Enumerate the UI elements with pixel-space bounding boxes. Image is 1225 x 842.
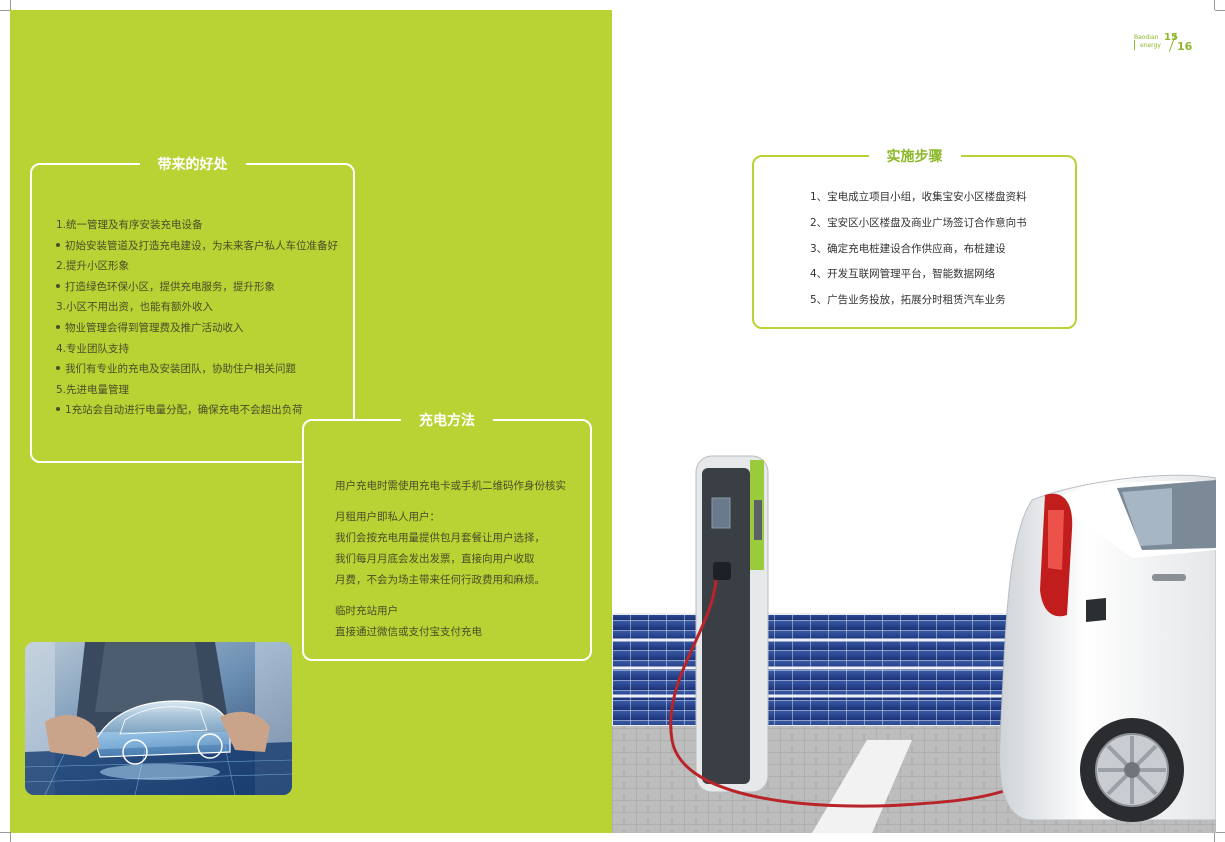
brand-name: Baodian bbox=[1134, 34, 1159, 41]
step-item: 3、确定充电桩建设合作供应商，布桩建设 bbox=[810, 242, 1006, 255]
benefits-title: 带来的好处 bbox=[139, 154, 246, 176]
step-item: 1、宝电成立项目小组，收集宝安小区楼盘资料 bbox=[810, 191, 1027, 203]
holographic-car-photo bbox=[25, 642, 292, 795]
brand-subtitle: energy bbox=[1140, 42, 1161, 49]
benefit-item: 1.统一管理及有序安装充电设备 bbox=[56, 215, 338, 236]
benefit-item: 初始安装管道及打造充电建设，为未来客户私人车位准备好 bbox=[56, 236, 338, 257]
benefit-item: 1充站会自动进行电量分配，确保充电不会超出负荷 bbox=[56, 400, 338, 421]
holographic-car-illustration bbox=[25, 642, 292, 795]
charging-scene-photo bbox=[612, 440, 1216, 833]
ev-charging-illustration bbox=[612, 455, 1216, 833]
benefit-item: 我们有专业的充电及安装团队，协助住户相关问题 bbox=[56, 359, 338, 380]
benefit-text: 打造绿色环保小区，提供充电服务，提升形象 bbox=[65, 280, 275, 293]
benefit-item: 2.提升小区形象 bbox=[56, 256, 338, 277]
charging-method-text: 用户充电时需使用充电卡或手机二维码作身份核实月租用户即私人用户： 我们会按充电用量… bbox=[335, 476, 566, 643]
benefit-text: 3.小区不用出资，也能有额外收入 bbox=[56, 301, 214, 314]
crop-mark bbox=[10, 0, 11, 10]
benefit-text: 物业管理会得到管理费及推广活动收入 bbox=[65, 321, 244, 334]
crop-mark bbox=[10, 832, 11, 842]
bullet-icon bbox=[56, 324, 60, 329]
page-total: 16 bbox=[1177, 40, 1193, 53]
benefit-text: 5.先进电量管理 bbox=[56, 383, 130, 396]
paragraph-gap bbox=[335, 497, 566, 507]
bullet-icon bbox=[56, 366, 60, 371]
crop-mark bbox=[1214, 832, 1215, 842]
crop-mark bbox=[1214, 0, 1215, 10]
charging-line: 月费，不会为场主带来任何行政费用和麻烦。 bbox=[335, 574, 545, 586]
benefit-item: 5.先进电量管理 bbox=[56, 380, 338, 401]
crop-mark bbox=[1215, 832, 1225, 833]
benefit-text: 4.专业团队支持 bbox=[56, 342, 130, 355]
paragraph-gap bbox=[335, 591, 566, 601]
benefits-box: 带来的好处 1.统一管理及有序安装充电设备初始安装管道及打造充电建设，为未来客户… bbox=[30, 154, 355, 463]
bullet-icon bbox=[56, 283, 60, 288]
charging-line: 临时充站用户 bbox=[335, 605, 398, 617]
benefit-text: 2.提升小区形象 bbox=[56, 260, 130, 273]
charging-title: 充电方法 bbox=[401, 410, 493, 432]
benefit-item: 4.专业团队支持 bbox=[56, 339, 338, 360]
step-item: 4、开发互联网管理平台，智能数据网络 bbox=[810, 268, 996, 281]
charging-line: 直接通过微信或支付宝支付充电 bbox=[335, 626, 482, 638]
benefit-item: 打造绿色环保小区，提供充电服务，提升形象 bbox=[56, 277, 338, 298]
benefit-item: 3.小区不用出资，也能有额外收入 bbox=[56, 297, 338, 318]
bullet-icon bbox=[56, 242, 60, 247]
charging-title-wrap: 充电方法 bbox=[304, 410, 590, 432]
charging-line: 我们会按充电用量提供包月套餐让用户选择， bbox=[335, 532, 545, 544]
benefit-item: 物业管理会得到管理费及推广活动收入 bbox=[56, 318, 338, 339]
benefit-text: 1充站会自动进行电量分配，确保充电不会超出负荷 bbox=[65, 404, 303, 417]
crop-mark bbox=[0, 832, 10, 833]
implementation-steps-box: 实施步骤 1、宝电成立项目小组，收集宝安小区楼盘资料 2、宝安区小区楼盘及商业广场… bbox=[752, 146, 1077, 329]
steps-title: 实施步骤 bbox=[868, 146, 961, 168]
charging-line: 月租用户即私人用户： bbox=[335, 511, 440, 523]
benefit-text: 1.统一管理及有序安装充电设备 bbox=[56, 219, 203, 231]
brand-mark-line bbox=[1134, 40, 1135, 50]
page-number: Baodian energy 15 16 bbox=[1134, 32, 1194, 58]
page-current: 15 bbox=[1164, 32, 1178, 43]
steps-title-wrap: 实施步骤 bbox=[754, 146, 1075, 168]
step-item: 5、广告业务投放，拓展分时租赁汽车业务 bbox=[810, 294, 1006, 307]
crop-mark bbox=[1215, 10, 1225, 11]
benefit-text: 我们有专业的充电及安装团队，协助住户相关问题 bbox=[65, 363, 296, 376]
steps-list: 1、宝电成立项目小组，收集宝安小区楼盘资料 2、宝安区小区楼盘及商业广场签订合作意… bbox=[810, 185, 1027, 314]
bullet-icon bbox=[56, 407, 60, 412]
crop-mark bbox=[0, 10, 10, 11]
benefits-title-wrap: 带来的好处 bbox=[32, 154, 353, 176]
charging-line: 用户充电时需使用充电卡或手机二维码作身份核实 bbox=[335, 480, 566, 492]
step-item: 2、宝安区小区楼盘及商业广场签订合作意向书 bbox=[810, 216, 1027, 229]
charging-method-box: 充电方法 用户充电时需使用充电卡或手机二维码作身份核实月租用户即私人用户： 我们会… bbox=[302, 410, 592, 661]
benefits-list: 1.统一管理及有序安装充电设备初始安装管道及打造充电建设，为未来客户私人车位准备… bbox=[56, 215, 338, 421]
benefit-text: 初始安装管道及打造充电建设，为未来客户私人车位准备好 bbox=[65, 239, 338, 252]
charging-line: 我们每月月底会发出发票，直接向用户收取 bbox=[335, 553, 535, 565]
